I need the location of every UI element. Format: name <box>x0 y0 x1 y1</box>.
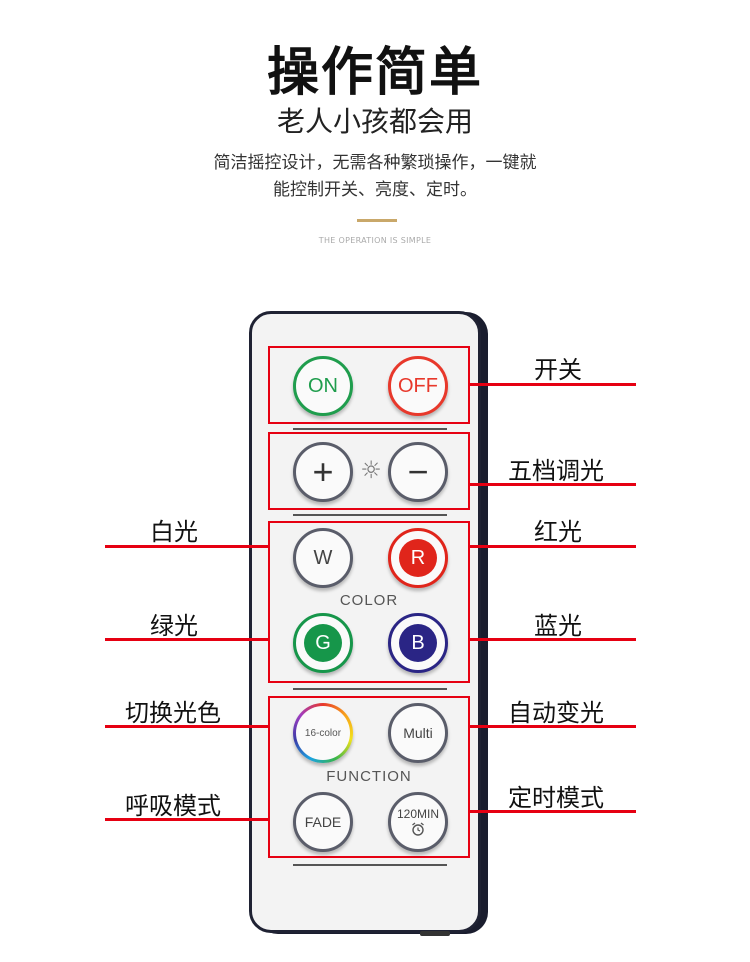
switch-group-box <box>268 346 470 424</box>
english-caption: THE OPERATION IS SIMPLE <box>318 236 432 245</box>
timer-label: 120MIN <box>396 807 440 821</box>
blue-annotation: 蓝光 <box>534 612 582 640</box>
color-label: COLOR <box>339 592 399 609</box>
timer-line <box>470 810 636 813</box>
divider <box>293 688 447 690</box>
brightness-down-button[interactable]: − <box>388 442 448 502</box>
on-button[interactable]: ON <box>293 356 353 416</box>
brightness-annotation: 五档调光 <box>508 457 604 485</box>
divider <box>293 514 447 516</box>
page-title: 操作简单 <box>266 43 483 103</box>
fade-label: FADE <box>304 814 342 830</box>
switch-annotation: 开关 <box>534 356 582 384</box>
timer-annotation: 定时模式 <box>508 784 604 812</box>
auto-annotation: 自动变光 <box>508 699 604 727</box>
blue-button[interactable]: B <box>388 613 448 673</box>
brightness-line <box>470 483 636 486</box>
remote-nub <box>420 931 450 936</box>
green-line <box>105 638 268 641</box>
red-button[interactable]: R <box>388 528 448 588</box>
description-line-2: 能控制开关、亮度、定时。 <box>273 180 477 200</box>
color-group-box <box>268 521 470 683</box>
description-line-1: 简洁摇控设计，无需各种繁琐操作，一键就 <box>213 153 537 173</box>
function-label: FUNCTION <box>326 768 412 785</box>
auto-line <box>470 725 636 728</box>
white-line <box>105 545 268 548</box>
timer-button[interactable]: 120MIN <box>388 792 448 852</box>
multi-label: Multi <box>403 725 433 741</box>
blue-line <box>470 638 636 641</box>
off-label: OFF <box>398 374 438 397</box>
brightness-up-button[interactable]: + <box>293 442 353 502</box>
sun-icon: ☼ <box>360 456 382 484</box>
red-annotation: 红光 <box>534 518 582 546</box>
red-line <box>470 545 636 548</box>
divider <box>293 864 447 866</box>
green-label: G <box>315 631 331 654</box>
gold-divider <box>357 219 397 222</box>
switch-line <box>470 383 636 386</box>
white-annotation: 白光 <box>150 518 198 546</box>
plus-icon: + <box>312 451 334 492</box>
breath-annotation: 呼吸模式 <box>125 792 221 820</box>
blue-label: B <box>411 631 425 654</box>
brightness-group-box <box>268 432 470 510</box>
green-button[interactable]: G <box>293 613 353 673</box>
green-annotation: 绿光 <box>150 612 198 640</box>
fade-button[interactable]: FADE <box>293 792 353 852</box>
blue-button-fill: B <box>399 624 437 662</box>
breath-line <box>105 818 268 821</box>
cycle-line <box>105 725 268 728</box>
sixteen-color-button[interactable]: 16-color <box>293 703 353 763</box>
alarm-clock-icon <box>412 822 424 836</box>
red-label: R <box>410 546 426 569</box>
white-button[interactable]: W <box>293 528 353 588</box>
white-label: W <box>313 546 333 569</box>
page-subtitle: 老人小孩都会用 <box>276 105 473 138</box>
divider <box>293 428 447 430</box>
page-description: 简洁摇控设计，无需各种繁琐操作，一键就 能控制开关、亮度、定时。 <box>0 150 750 204</box>
multi-button[interactable]: Multi <box>388 703 448 763</box>
green-button-fill: G <box>304 624 342 662</box>
minus-icon: − <box>407 451 429 492</box>
on-label: ON <box>308 374 338 397</box>
sixteen-color-label: 16-color <box>304 727 342 739</box>
off-button[interactable]: OFF <box>388 356 448 416</box>
red-button-fill: R <box>399 539 437 577</box>
function-group-box <box>268 696 470 858</box>
cycle-annotation: 切换光色 <box>125 699 221 727</box>
